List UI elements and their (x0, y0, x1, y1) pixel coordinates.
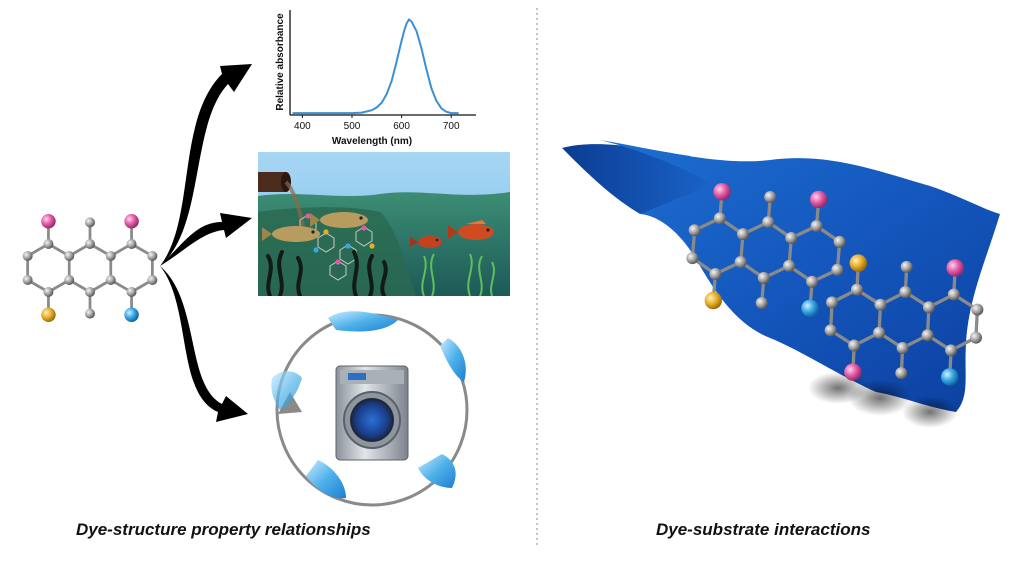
washing-machine (335, 365, 409, 461)
dye-molecule-small (22, 213, 158, 323)
carbon-atom (826, 296, 839, 309)
carbon-atom (85, 308, 95, 319)
carbon-atom (22, 275, 33, 285)
cyan-substituent-atom (124, 307, 139, 323)
carbon-atom (833, 235, 846, 248)
carbon-atom (736, 228, 749, 241)
carbon-atom (126, 239, 137, 249)
carbon-atom (688, 224, 701, 237)
carbon-atom (147, 251, 158, 261)
x-axis-label: Wavelength (nm) (332, 136, 412, 147)
dye-molecule-on-fabric-1 (686, 182, 846, 318)
carbon-atom (713, 212, 726, 225)
carbon-atom (874, 298, 887, 311)
carbon-atom (921, 329, 934, 342)
x-tick-labels: 400 500 600 700 (294, 115, 460, 132)
fish-pale-1 (262, 226, 320, 242)
arrow-to-spectrum (160, 64, 252, 266)
carbon-atom (64, 251, 75, 261)
pink-substituent-atom (713, 182, 731, 201)
carbon-atom (755, 297, 768, 310)
carbon-atom (757, 271, 770, 284)
carbon-atom (971, 303, 984, 316)
atoms (824, 254, 984, 386)
pink-substituent-atom (124, 213, 139, 229)
absorbance-spectrum-chart: Relative absorbance Wavelength (nm) 400 5… (275, 10, 476, 147)
carbon-atom (783, 259, 796, 272)
carbon-atom (64, 275, 75, 285)
carbon-atom (105, 275, 116, 285)
carbon-atom (848, 339, 861, 352)
seaweed-green (421, 253, 495, 296)
carbon-atom (896, 341, 909, 354)
pink-substituent-atom (844, 363, 862, 381)
carbon-atom (831, 263, 844, 276)
dye-molecule-on-fabric-2 (824, 254, 984, 386)
cloth-pieces (271, 311, 466, 499)
carbon-atom (900, 260, 913, 273)
carbon-atom (824, 324, 837, 337)
yellow-substituent-atom (849, 254, 867, 272)
carbon-atom (969, 331, 982, 344)
carbon-atom (810, 219, 823, 232)
carbon-atom (43, 239, 54, 249)
arrow-to-washing (160, 266, 248, 422)
pink-substituent-atom (946, 259, 964, 277)
fabric-substrate (562, 140, 1000, 412)
caption-substrate-interactions: Dye-substrate interactions (656, 520, 871, 539)
carbon-atom (764, 190, 777, 203)
cyan-substituent-atom (801, 299, 819, 318)
cycle-arrowhead (278, 392, 302, 414)
pollutant-dots (295, 213, 375, 265)
yellow-substituent-atom (704, 291, 722, 310)
seaweed-dark (266, 250, 388, 296)
carbon-atom (899, 286, 912, 299)
x-tick-label: 700 (443, 121, 460, 132)
atoms (686, 182, 846, 318)
x-tick-label: 600 (393, 121, 410, 132)
atoms (22, 213, 158, 323)
x-tick-label: 400 (294, 121, 311, 132)
carbon-atom (947, 288, 960, 301)
carbon-atom (895, 367, 908, 380)
carbon-atom (945, 344, 958, 357)
caption-structure-property: Dye-structure property relationships (76, 520, 371, 539)
absorbance-curve (292, 18, 459, 115)
y-axis-label: Relative absorbance (275, 13, 286, 111)
pink-substituent-atom (810, 190, 828, 209)
pink-substituent-atom (41, 213, 56, 229)
carbon-atom (686, 252, 699, 265)
carbon-atom (734, 256, 747, 269)
carbon-atom (22, 251, 33, 261)
carbon-atom (762, 216, 775, 229)
machine-drum (350, 398, 394, 442)
carbon-atom (147, 275, 158, 285)
environment-panel (258, 152, 510, 296)
carbon-atom (126, 287, 137, 297)
washing-cycle (271, 311, 469, 507)
fish-pale-2 (310, 212, 368, 228)
carbon-atom (806, 275, 819, 288)
yellow-substituent-atom (41, 307, 56, 323)
arrow-to-environment (160, 213, 252, 266)
carbon-atom (785, 231, 798, 244)
branching-arrows (160, 64, 252, 422)
carbon-atom (43, 287, 54, 297)
fish-red-small (410, 236, 442, 248)
carbon-atom (850, 283, 863, 296)
bonds (26, 219, 154, 317)
carbon-atom (85, 239, 95, 249)
carbon-atom (105, 251, 116, 261)
carbon-atom (922, 301, 935, 314)
cyan-substituent-atom (941, 368, 959, 386)
carbon-atom (873, 326, 886, 339)
carbon-atom (85, 287, 95, 297)
carbon-atom (709, 268, 722, 281)
fish-red-large (448, 220, 494, 240)
carbon-atom (85, 217, 95, 228)
x-tick-label: 500 (344, 121, 361, 132)
